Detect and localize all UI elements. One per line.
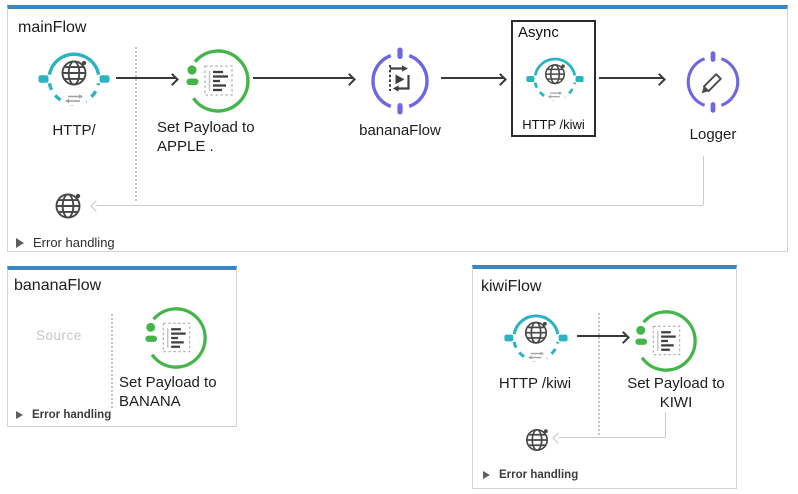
flow-title-kiwiflow: kiwiFlow bbox=[481, 278, 542, 295]
flow-reference-icon bbox=[364, 45, 436, 117]
response-return-arrowhead bbox=[552, 432, 564, 444]
expand-triangle-icon bbox=[483, 471, 490, 479]
set-payload-node[interactable] bbox=[631, 306, 701, 376]
error-handling-label: Error handling bbox=[33, 235, 115, 250]
http-listener-node[interactable] bbox=[504, 306, 568, 370]
set-payload-label-line1: Set Payload to bbox=[157, 119, 255, 136]
logger-pencil-icon bbox=[680, 49, 746, 115]
set-payload-label: Set Payload to APPLE . bbox=[157, 118, 307, 156]
message-flow-arrow bbox=[599, 77, 663, 79]
http-listener-icon bbox=[38, 43, 110, 115]
message-flow-arrow bbox=[441, 77, 504, 79]
http-request-icon bbox=[526, 50, 584, 108]
set-payload-label-line1: Set Payload to bbox=[627, 375, 725, 392]
set-payload-label-line2: BANANA bbox=[119, 393, 181, 410]
response-return-arrowhead bbox=[90, 200, 102, 212]
expand-triangle-icon bbox=[16, 411, 23, 419]
set-payload-label: Set Payload to KIWI bbox=[611, 374, 741, 412]
http-listener-icon bbox=[504, 306, 568, 370]
source-separator bbox=[598, 313, 600, 435]
set-payload-label-line2: APPLE . bbox=[157, 138, 214, 155]
error-handling-label: Error handling bbox=[32, 409, 112, 421]
http-response-globe-icon[interactable] bbox=[51, 189, 85, 223]
error-handling-section[interactable]: Error handling bbox=[483, 469, 578, 481]
logger-label: Logger bbox=[689, 126, 737, 143]
http-listener-label: HTTP /kiwi bbox=[498, 375, 572, 392]
response-return-line bbox=[703, 156, 704, 205]
set-payload-icon bbox=[141, 303, 211, 373]
error-handling-label: Error handling bbox=[499, 469, 579, 481]
http-listener-node[interactable] bbox=[38, 43, 110, 115]
error-handling-section[interactable]: Error handling bbox=[16, 409, 111, 421]
set-payload-node[interactable] bbox=[182, 45, 254, 117]
flow-title-mainflow: mainFlow bbox=[18, 19, 87, 36]
set-payload-label-line2: KIWI bbox=[659, 394, 693, 411]
flow-container-bananaflow[interactable]: bananaFlow Source Set Payload to BANANA … bbox=[7, 266, 237, 427]
source-separator bbox=[135, 47, 137, 201]
flow-container-kiwiflow[interactable]: kiwiFlow HTTP /kiwi Set Payload to KIWI … bbox=[472, 265, 737, 489]
async-scope[interactable]: Async HTTP /kiwi bbox=[511, 20, 596, 137]
message-flow-arrow bbox=[577, 335, 627, 337]
flow-container-mainflow[interactable]: mainFlow HTTP/ Set Payload to APPLE . ba… bbox=[7, 5, 788, 252]
set-payload-label-line1: Set Payload to bbox=[119, 374, 217, 391]
set-payload-node[interactable] bbox=[141, 303, 211, 373]
set-payload-icon bbox=[631, 306, 701, 376]
http-listener-label: HTTP/ bbox=[52, 122, 96, 139]
source-placeholder: Source bbox=[36, 328, 82, 343]
async-http-request-node[interactable] bbox=[526, 50, 584, 108]
flow-reference-node[interactable] bbox=[364, 45, 436, 117]
globe-icon bbox=[51, 189, 85, 223]
globe-icon bbox=[522, 425, 552, 455]
source-separator bbox=[111, 314, 113, 408]
async-scope-title: Async bbox=[518, 24, 559, 41]
response-return-line bbox=[96, 205, 703, 206]
message-flow-arrow bbox=[253, 77, 353, 79]
message-flow-arrow bbox=[116, 77, 176, 79]
async-http-label: HTTP /kiwi bbox=[522, 117, 585, 132]
flow-reference-label: bananaFlow bbox=[359, 122, 441, 139]
http-response-globe-icon[interactable] bbox=[522, 425, 552, 455]
set-payload-icon bbox=[182, 45, 254, 117]
set-payload-label: Set Payload to BANANA bbox=[119, 373, 244, 411]
response-return-line bbox=[665, 412, 666, 438]
flow-title-bananaflow: bananaFlow bbox=[14, 277, 102, 294]
error-handling-section[interactable]: Error handling bbox=[16, 235, 115, 250]
expand-triangle-icon bbox=[16, 237, 24, 248]
response-return-line bbox=[559, 437, 666, 438]
logger-node[interactable] bbox=[680, 49, 746, 115]
